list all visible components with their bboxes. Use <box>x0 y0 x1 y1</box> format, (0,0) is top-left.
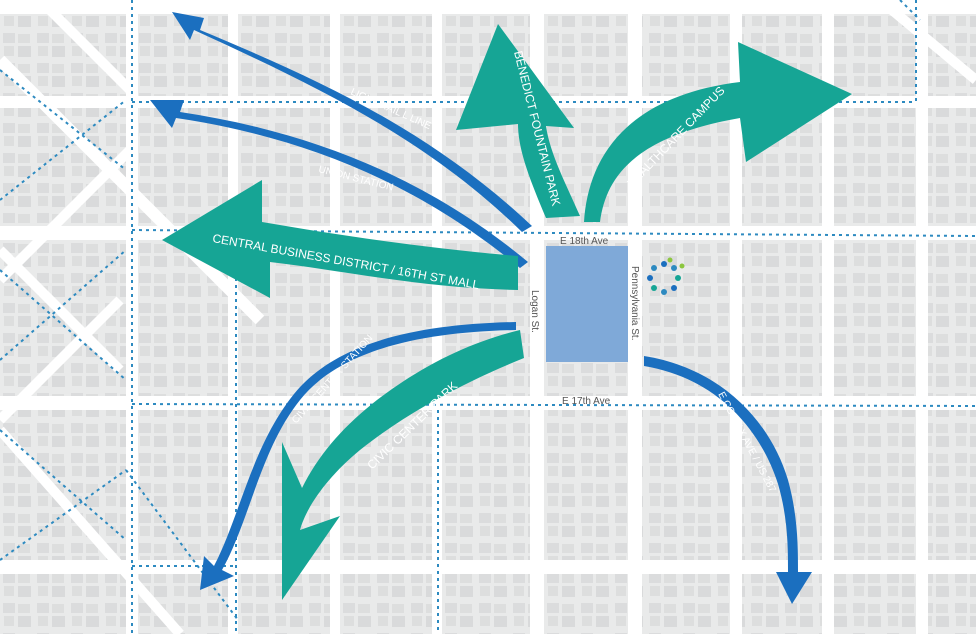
arrow-union-station <box>150 100 528 268</box>
label-logan: Logan St. <box>529 290 540 333</box>
arrow-benedict <box>456 24 580 218</box>
arrow-light-rail <box>172 12 532 232</box>
teal-arrows <box>162 24 852 600</box>
arrow-civic-center-park <box>282 330 524 600</box>
project-site <box>546 246 628 362</box>
pinwheel-logo-icon <box>647 257 685 295</box>
arrow-civic-center-station <box>200 322 516 590</box>
label-e17th: E 17th Ave <box>562 396 611 407</box>
arrow-colfax <box>644 356 812 604</box>
street-labels: E 18th Ave E 17th Ave Logan St. Pennsylv… <box>529 236 640 407</box>
arrow-healthcare <box>584 42 852 222</box>
blue-arrows <box>150 12 812 604</box>
label-e18th: E 18th Ave <box>560 236 609 247</box>
arrow-cbd <box>162 180 518 298</box>
label-pennsylvania: Pennsylvania St. <box>629 266 640 341</box>
